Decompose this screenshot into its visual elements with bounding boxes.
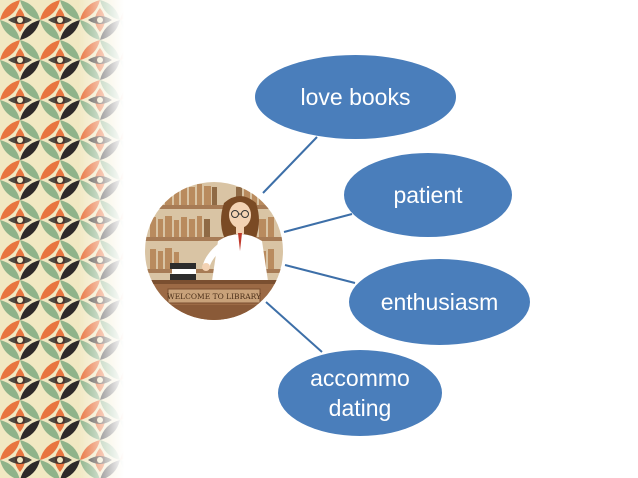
bubble-enthusiasm: enthusiasm [349,259,530,345]
library-sign-text: WELCOME TO LIBRARY [167,292,262,301]
bubble-label-accommodating: accommo dating [310,365,410,421]
connector-enthusiasm [284,264,356,284]
bubble-label-love-books: love books [300,84,411,110]
bubble-label-enthusiasm: enthusiasm [380,289,499,315]
connector-accommodating [265,301,323,353]
bubble-patient: patient [344,153,512,237]
connector-patient [283,213,353,233]
bubble-accommodating: accommo dating [278,350,442,436]
connector-love-books [262,136,318,194]
bubble-label-patient: patient [393,182,463,208]
librarian-illustration-icon: WELCOME TO LIBRARY [145,182,283,320]
bubble-love-books: love books [255,55,456,139]
